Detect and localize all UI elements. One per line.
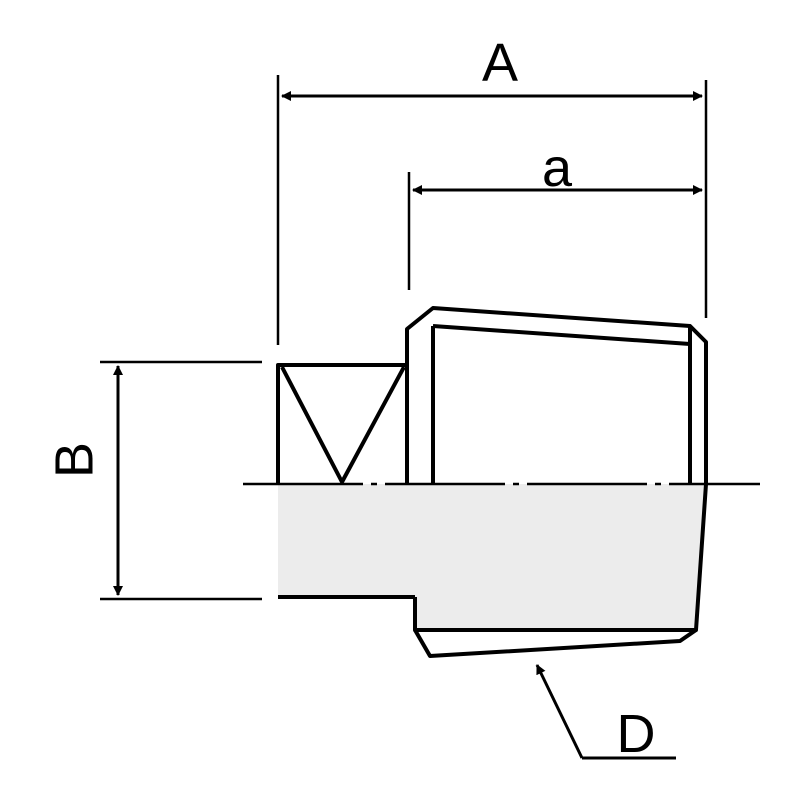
hex-portion (276, 363, 415, 599)
hex-chamfer-v (280, 366, 406, 484)
label-a: a (542, 138, 573, 198)
thread-portion (405, 306, 708, 658)
label-A: A (482, 33, 518, 93)
label-D: D (617, 704, 656, 764)
section-fill (278, 484, 706, 630)
extension-lines (100, 75, 708, 601)
dimension-lines (113, 91, 703, 596)
leader-d (535, 664, 676, 760)
label-B: B (44, 442, 104, 478)
